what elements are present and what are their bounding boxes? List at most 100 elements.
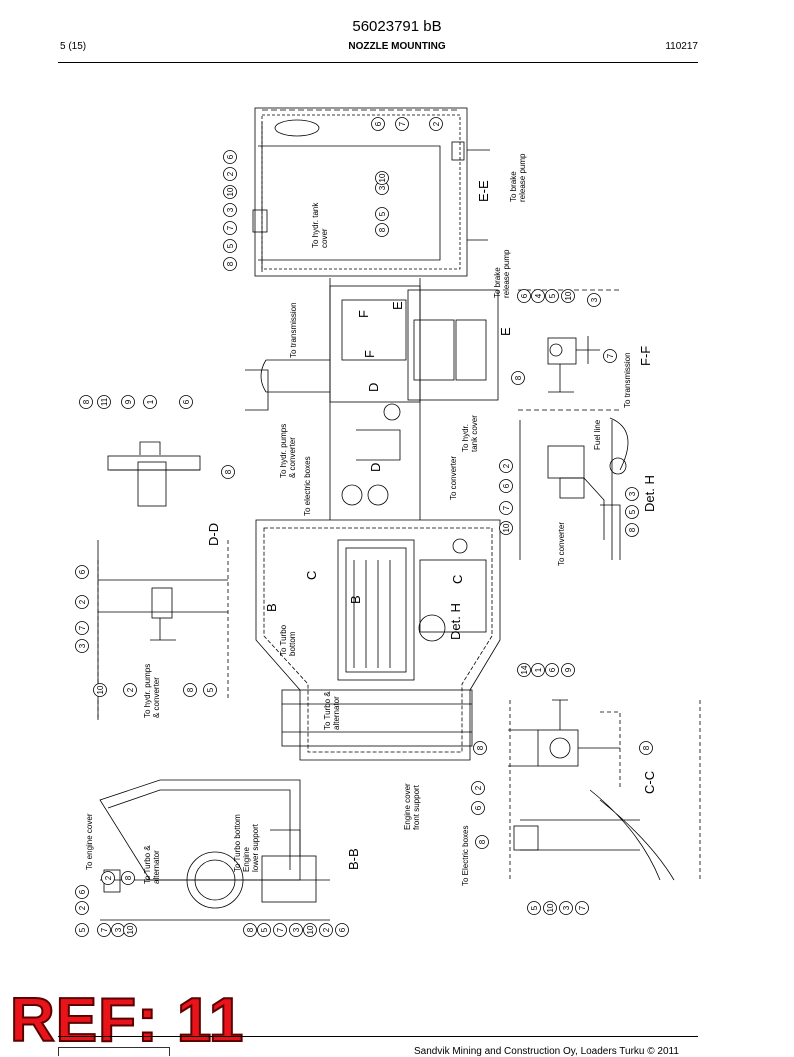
callout-bb1-7: 3	[111, 923, 125, 937]
callout-left-6: 2	[123, 683, 137, 697]
callout-bb1-1: 2	[75, 901, 89, 915]
callout-ccl-5: 10	[543, 901, 557, 915]
callout-ccl-7: 7	[575, 901, 589, 915]
callout-ee-top-1: 6	[371, 117, 385, 131]
label-hydr-tank-cover-a-line-2: cover	[320, 228, 329, 248]
svg-text:2: 2	[432, 121, 441, 126]
label-brake-release-b-line-2: release pump	[502, 249, 511, 298]
label-turbo-bottom-support-line-3: lower support	[251, 823, 260, 872]
callout-bb2-7: 6	[335, 923, 349, 937]
svg-text:6: 6	[520, 293, 529, 298]
svg-text:11: 11	[100, 397, 109, 406]
label-hydr-tank-cover-b-line-2: tank cover	[470, 415, 479, 452]
svg-text:3: 3	[628, 491, 637, 496]
svg-text:10: 10	[126, 925, 135, 934]
label-turbo-bottom-support-line-1: To Turbo bottom	[233, 814, 242, 872]
svg-text:5: 5	[378, 211, 387, 216]
svg-text:6: 6	[338, 927, 347, 932]
svg-text:3: 3	[226, 207, 235, 212]
svg-text:3: 3	[114, 927, 123, 932]
label-hydr-tank-cover-b-line-1: To hydr.	[461, 424, 470, 452]
callout-dd-4: 1	[143, 395, 157, 409]
callout-left-2: 2	[75, 595, 89, 609]
svg-text:2: 2	[78, 599, 87, 604]
callout-h-3: 7	[499, 501, 513, 515]
label-fuel-line-line-1: Fuel line	[593, 419, 602, 450]
callout-ccl-1: 2	[471, 781, 485, 795]
callout-ff-3: 5	[545, 289, 559, 303]
svg-text:6: 6	[182, 399, 191, 404]
svg-text:9: 9	[564, 667, 573, 672]
label-turbo-alt-b-line-1: To Turbo &	[143, 845, 152, 884]
main-marker-c1: C	[304, 571, 319, 580]
svg-text:5: 5	[628, 509, 637, 514]
svg-text:6: 6	[226, 154, 235, 159]
label-transmission-b-line-1: To transmission	[623, 352, 632, 408]
callout-left-7: 8	[183, 683, 197, 697]
callout-bb1-6: 7	[97, 923, 111, 937]
label-brake-release-a-line-2: release pump	[518, 153, 527, 202]
callout-ff-7: 8	[511, 371, 525, 385]
svg-text:7: 7	[78, 625, 87, 630]
label-turbo-alt-a-line-2: alternator	[332, 696, 341, 730]
label-turbo-bottom-a-line-1: To Turbo	[279, 624, 288, 656]
callout-ff-2: 4	[531, 289, 545, 303]
svg-text:14: 14	[520, 665, 529, 674]
callout-tank-2: 5	[223, 239, 237, 253]
callout-tank-5: 10	[223, 185, 237, 199]
svg-text:7: 7	[100, 927, 109, 932]
callout-bb2-4: 3	[289, 923, 303, 937]
label-brake-release-b-line-1: To brake	[493, 267, 502, 298]
callout-cc-1: 14	[517, 663, 531, 677]
label-turbo-alt-a-line-1: To Turbo &	[323, 691, 332, 730]
svg-text:8: 8	[246, 927, 255, 932]
svg-text:7: 7	[276, 927, 285, 932]
svg-text:3: 3	[378, 185, 387, 190]
svg-text:5: 5	[78, 927, 87, 932]
label-transmission-a-line-1: To transmission	[289, 302, 298, 358]
callout-cc-3: 6	[545, 663, 559, 677]
svg-text:8: 8	[124, 875, 133, 880]
main-marker-b1: B	[348, 595, 363, 604]
callout-dd-1: 8	[79, 395, 93, 409]
svg-text:7: 7	[502, 505, 511, 510]
callout-dd-6: 8	[221, 465, 235, 479]
page-date: 110217	[665, 41, 698, 52]
svg-text:10: 10	[564, 291, 573, 300]
svg-text:2: 2	[226, 171, 235, 176]
svg-text:8: 8	[82, 399, 91, 404]
svg-text:4: 4	[534, 293, 543, 298]
callout-cc-2: 1	[531, 663, 545, 677]
callout-h-5: 3	[625, 487, 639, 501]
footer-copyright: Sandvik Mining and Construction Oy, Load…	[414, 1046, 679, 1057]
label-brake-release-a-line-1: To brake	[509, 171, 518, 202]
reference-stamp: REF: 11	[9, 985, 245, 1056]
svg-text:5: 5	[206, 687, 215, 692]
callout-ff-6: 7	[603, 349, 617, 363]
svg-text:6: 6	[502, 483, 511, 488]
section-cc-title: C-C	[642, 771, 657, 794]
label-hydr-tank-cover-a-line-1: To hydr. tank	[311, 202, 320, 248]
label-turbo-alt-b-line-2: alternator	[152, 850, 161, 884]
page-number: 5 (15)	[60, 41, 87, 52]
callout-ccl-3: 8	[475, 835, 489, 849]
callout-bb2-2: 5	[257, 923, 271, 937]
svg-text:7: 7	[226, 225, 235, 230]
callout-bb1-8: 10	[123, 923, 137, 937]
svg-text:8: 8	[642, 745, 651, 750]
label-hydr-pumps-conv-a-line-2: & converter	[288, 437, 297, 478]
callout-bb2-1: 8	[243, 923, 257, 937]
label-engine-cover-line-1: To engine cover	[85, 813, 94, 870]
svg-text:2: 2	[502, 463, 511, 468]
page-title: NOZZLE MOUNTING	[348, 41, 446, 52]
main-marker-e2: E	[498, 327, 513, 336]
svg-text:5: 5	[530, 905, 539, 910]
callout-bb1-5: 5	[75, 923, 89, 937]
svg-text:5: 5	[226, 243, 235, 248]
callout-cc-4: 9	[561, 663, 575, 677]
callout-ccl-2: 6	[471, 801, 485, 815]
callout-left-8: 5	[203, 683, 217, 697]
callout-h-2: 6	[499, 479, 513, 493]
svg-text:2: 2	[78, 905, 87, 910]
